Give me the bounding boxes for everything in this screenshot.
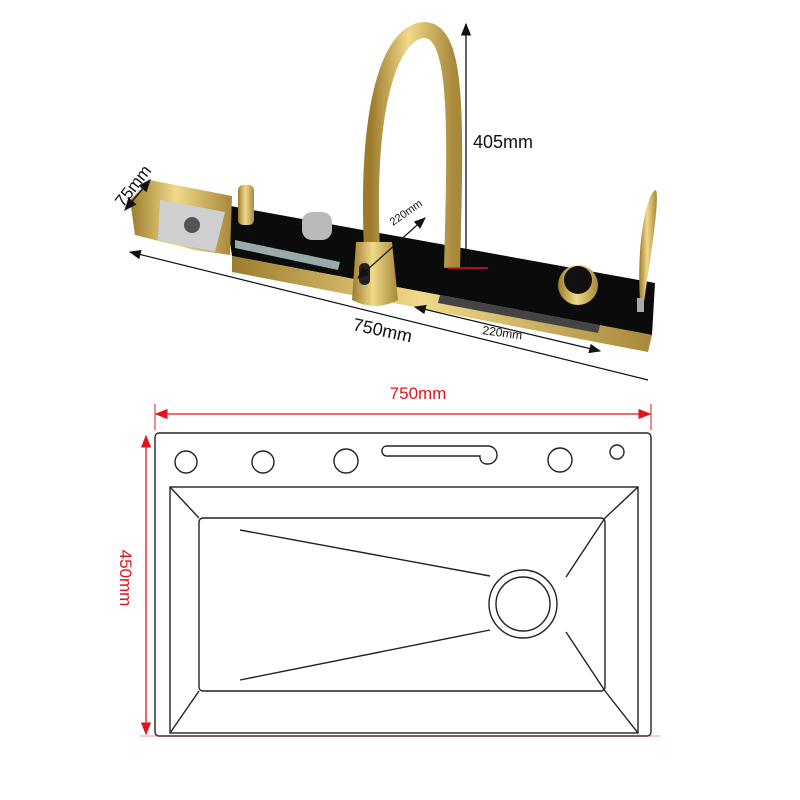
faucet-hole: [333, 448, 359, 474]
faucet-assembly-render: [130, 21, 657, 352]
faucet-hole: [609, 444, 625, 460]
reach-arrow: [357, 217, 426, 279]
faucet-hole: [251, 450, 275, 474]
faucet-hole: [547, 447, 573, 473]
height-label: 405mm: [473, 132, 533, 152]
bevel-line: [604, 486, 639, 519]
pull-out-sprayer: [352, 242, 398, 306]
sink-plan-view: [154, 432, 652, 737]
side-faucet-base: [637, 298, 644, 312]
length-arrow: [128, 249, 649, 381]
panel-segment-arrow: [413, 304, 602, 354]
depth-arrow: [124, 179, 151, 211]
side-spray-faucet: [639, 190, 657, 302]
slope-line: [565, 631, 606, 692]
gooseneck-spout: [363, 21, 463, 269]
plan-dimensions: 750mm 450mm: [116, 384, 660, 737]
water-outlet-strip: [235, 240, 340, 270]
sprayer-button: [359, 263, 370, 285]
panel-segment-label: 220mm: [482, 323, 524, 342]
drain-inner: [495, 576, 551, 632]
bevel-line: [604, 690, 639, 734]
bevel-line: [169, 690, 200, 734]
slope-line: [239, 629, 491, 681]
bowl-rim: [169, 486, 639, 734]
depth-label: 450mm: [116, 550, 135, 607]
display-face: [564, 266, 592, 294]
control-panel: [225, 205, 655, 335]
slope-line: [239, 529, 491, 577]
waterfall-slot: [381, 445, 498, 465]
slope-line: [565, 517, 606, 578]
control-knob: [302, 212, 332, 240]
length-label: 750mm: [351, 314, 414, 346]
soap-dispenser: [238, 185, 254, 225]
rinse-nozzle: [184, 217, 200, 233]
bowl-floor: [198, 517, 606, 692]
bevel-line: [169, 486, 200, 519]
width-label: 750mm: [390, 384, 447, 403]
faucet-hole: [174, 450, 198, 474]
drain-outer: [488, 569, 558, 639]
